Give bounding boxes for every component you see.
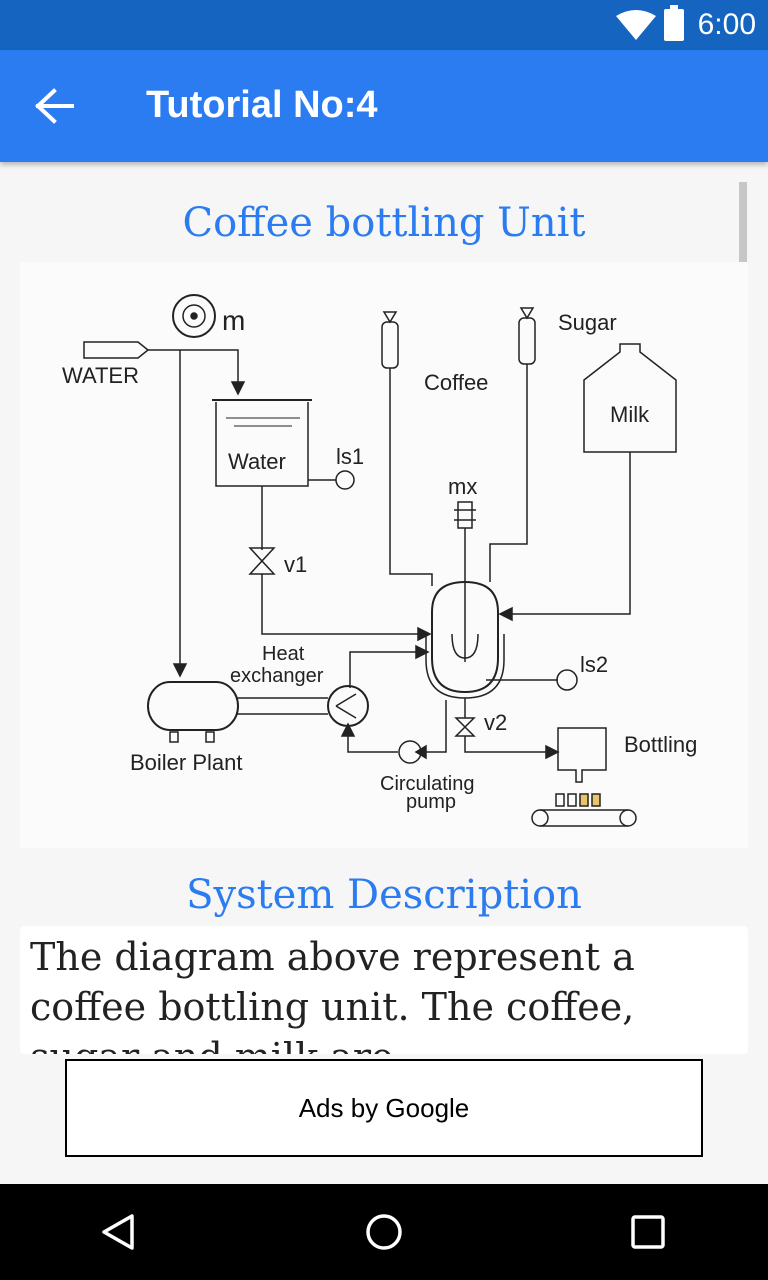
label-heat-1: Heat <box>262 643 305 665</box>
square-recents-icon[interactable] <box>624 1208 672 1256</box>
battery-icon <box>664 5 684 41</box>
process-diagram: m WATER Water ls1 v1 Coffee Sugar <box>20 262 748 848</box>
label-coffee: Coffee <box>424 370 488 395</box>
diagram-title: Coffee bottling Unit <box>182 200 586 246</box>
label-v1: v1 <box>284 552 307 577</box>
app-bar: Tutorial No:4 <box>0 50 768 162</box>
label-v2: v2 <box>484 710 507 735</box>
label-bottling: Bottling <box>624 732 697 757</box>
wifi-icon <box>616 10 656 40</box>
navigation-bar <box>0 1184 768 1280</box>
page-title: Tutorial No:4 <box>146 84 378 126</box>
label-water-inlet: WATER <box>62 363 139 388</box>
status-bar: 6:00 <box>0 0 768 50</box>
label-ls2: ls2 <box>580 652 608 677</box>
label-heat-2: exchanger <box>230 665 324 687</box>
description-text: The diagram above represent a coffee bot… <box>30 935 635 1054</box>
label-water-tank: Water <box>228 449 286 474</box>
scrollbar[interactable] <box>739 182 747 332</box>
content-scroll-area[interactable]: Coffee bottling Unit m WATER Water ls1 v… <box>0 162 768 1184</box>
label-boiler: Boiler Plant <box>130 750 243 775</box>
label-mx: mx <box>448 474 477 499</box>
label-m: m <box>222 305 245 336</box>
label-sugar: Sugar <box>558 310 617 335</box>
label-pump-2: pump <box>406 791 456 813</box>
description-card: The diagram above represent a coffee bot… <box>20 926 748 1054</box>
description-title: System Description <box>186 872 582 918</box>
arrow-left-icon[interactable] <box>34 86 78 126</box>
label-milk: Milk <box>610 402 650 427</box>
ad-banner[interactable]: Ads by Google <box>65 1059 703 1157</box>
status-time: 6:00 <box>697 8 756 41</box>
triangle-back-icon[interactable] <box>96 1208 144 1256</box>
label-ls1: ls1 <box>336 444 364 469</box>
label-pump-1: Circulating <box>380 773 474 795</box>
circle-home-icon[interactable] <box>360 1208 408 1256</box>
